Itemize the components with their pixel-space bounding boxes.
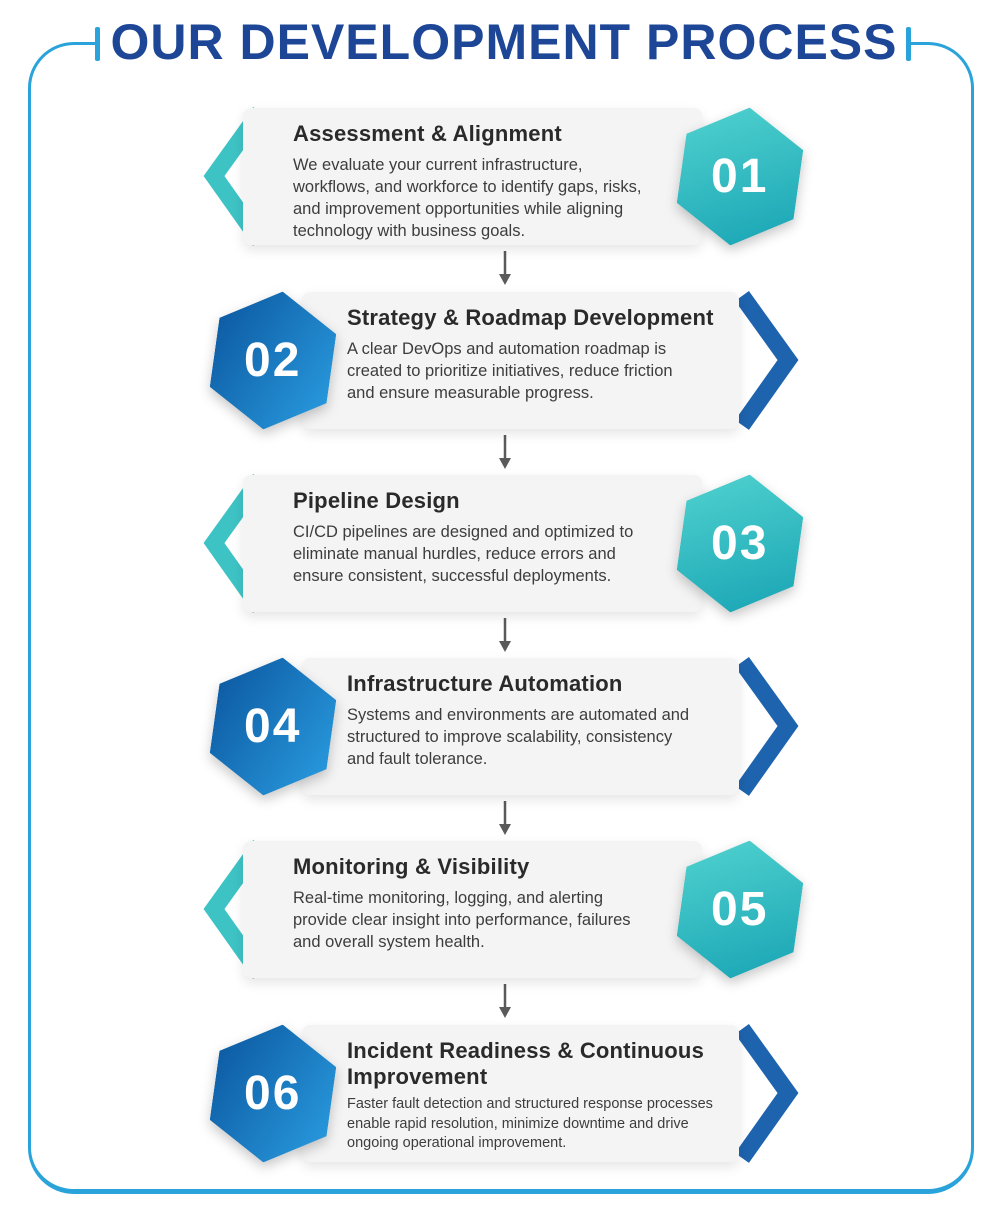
step-title: Strategy & Roadmap Development xyxy=(347,305,714,330)
step-description: CI/CD pipelines are designed and optimiz… xyxy=(293,523,634,585)
down-arrow-icon xyxy=(499,618,511,652)
step-card: Monitoring & Visibility Real-time monito… xyxy=(243,841,702,978)
step-card: Incident Readiness & Continuous Improvem… xyxy=(302,1025,739,1162)
step-number: 01 xyxy=(711,149,769,203)
frame-tick-left xyxy=(95,27,100,61)
down-arrow-icon xyxy=(499,984,511,1018)
step-number: 02 xyxy=(244,333,302,387)
step-title: Pipeline Design xyxy=(293,488,460,513)
chevron-right-icon xyxy=(735,1024,799,1163)
step-description: Systems and environments are automated a… xyxy=(347,706,690,768)
frame-top-gap xyxy=(100,38,906,50)
page-title: OUR DEVELOPMENT PROCESS xyxy=(110,14,898,70)
step-number: 03 xyxy=(711,516,769,570)
process-step-6: 06 Incident Readiness & Continuous Impro… xyxy=(0,1025,1008,1162)
step-description: Real-time monitoring, logging, and alert… xyxy=(293,889,631,951)
step-number-hexagon: 03 xyxy=(681,474,799,613)
chevron-right-icon xyxy=(735,291,799,430)
step-number-hexagon: 05 xyxy=(681,840,799,979)
hexagon-icon: 03 xyxy=(672,466,808,620)
step-number: 04 xyxy=(244,699,302,753)
step-description: A clear DevOps and automation roadmap is… xyxy=(347,340,673,402)
step-title: Infrastructure Automation xyxy=(347,671,623,696)
down-arrow-icon xyxy=(499,801,511,835)
step-number-hexagon: 02 xyxy=(214,291,332,430)
step-number-hexagon: 01 xyxy=(681,107,799,246)
step-title: Incident Readiness & Continuous Improvem… xyxy=(347,1038,705,1089)
process-step-5: Monitoring & Visibility Real-time monito… xyxy=(0,841,1008,978)
step-card: Strategy & Roadmap Development A clear D… xyxy=(302,292,739,429)
process-step-1: Assessment & Alignment We evaluate your … xyxy=(0,108,1008,245)
step-title: Assessment & Alignment xyxy=(293,121,562,146)
frame-tick-right xyxy=(906,27,911,61)
down-arrow-icon xyxy=(499,251,511,285)
step-number: 06 xyxy=(244,1066,302,1120)
hexagon-icon: 04 xyxy=(205,649,341,803)
process-step-2: 02 Strategy & Roadmap Development A clea… xyxy=(0,292,1008,429)
step-card: Assessment & Alignment We evaluate your … xyxy=(243,108,702,245)
chevron-right-icon xyxy=(735,657,799,796)
step-title: Monitoring & Visibility xyxy=(293,854,530,879)
step-card: Infrastructure Automation Systems and en… xyxy=(302,658,739,795)
hexagon-icon: 01 xyxy=(672,99,808,253)
step-description: Faster fault detection and structured re… xyxy=(347,1096,713,1151)
step-number-hexagon: 04 xyxy=(214,657,332,796)
hexagon-icon: 05 xyxy=(672,832,808,986)
hexagon-icon: 02 xyxy=(205,283,341,437)
step-card: Pipeline Design CI/CD pipelines are desi… xyxy=(243,475,702,612)
step-description: We evaluate your current infrastructure,… xyxy=(293,156,642,240)
hexagon-icon: 06 xyxy=(205,1016,341,1170)
step-number-hexagon: 06 xyxy=(214,1024,332,1163)
down-arrow-icon xyxy=(499,435,511,469)
process-step-4: 04 Infrastructure Automation Systems and… xyxy=(0,658,1008,795)
step-number: 05 xyxy=(711,882,769,936)
process-step-3: Pipeline Design CI/CD pipelines are desi… xyxy=(0,475,1008,612)
